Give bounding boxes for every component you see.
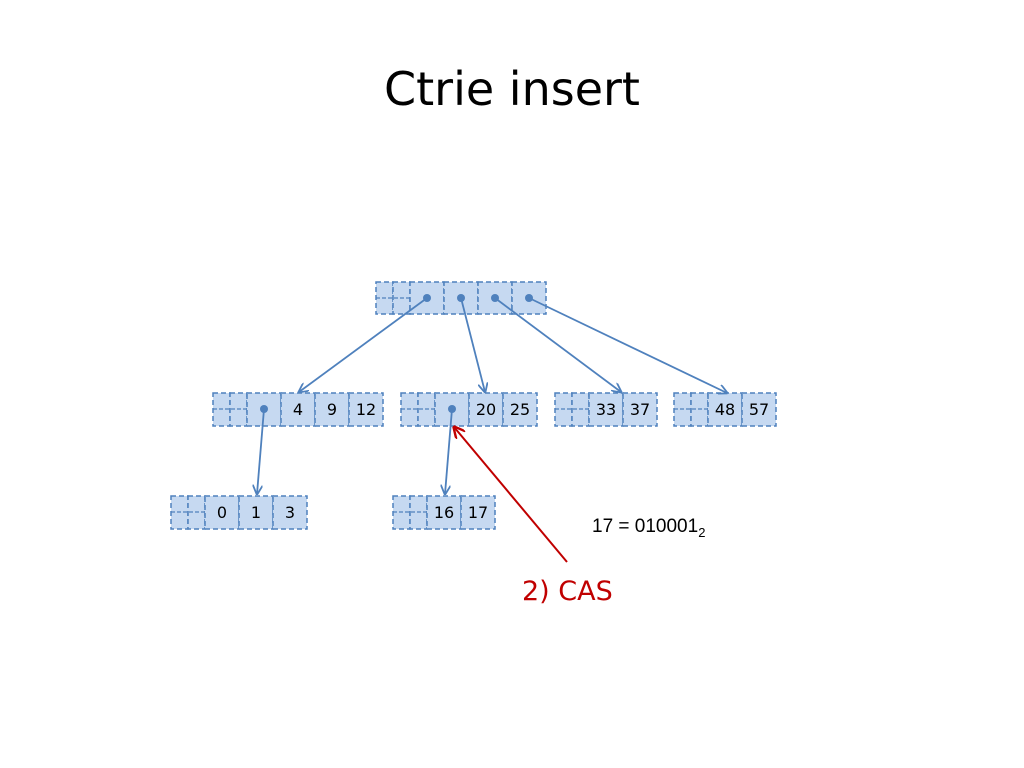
key-label: 20 — [476, 400, 496, 419]
node-slot — [588, 392, 624, 427]
key-label: 57 — [749, 400, 769, 419]
cas-arrow — [454, 427, 568, 563]
key-label: 33 — [596, 400, 616, 419]
key-label: 1 — [251, 503, 261, 522]
node-4-9-12: 4 9 12 — [212, 392, 384, 427]
root-slot — [477, 281, 513, 315]
key-label: 0 — [217, 503, 227, 522]
node-slot — [707, 392, 743, 427]
key-label: 12 — [356, 400, 376, 419]
node-slot — [238, 495, 274, 530]
pointer-arrow — [494, 297, 621, 392]
key-label: 16 — [434, 503, 454, 522]
pointer-arrow — [299, 297, 428, 392]
node-slot — [741, 392, 777, 427]
node-slot — [314, 392, 350, 427]
node-16-17: 16 17 — [392, 495, 496, 530]
node-20-25: 20 25 — [400, 392, 538, 427]
node-slot — [272, 495, 308, 530]
slide-title: Ctrie insert — [384, 62, 640, 116]
key-label: 48 — [715, 400, 735, 419]
key-label: 17 — [468, 503, 488, 522]
pointer-arrow — [257, 408, 265, 494]
node-slot — [280, 392, 316, 427]
node-slot — [622, 392, 658, 427]
node-0-1-3: 0 1 3 — [170, 495, 308, 530]
key-label: 9 — [327, 400, 337, 419]
node-48-57: 48 57 — [673, 392, 777, 427]
node-slot — [502, 392, 538, 427]
equation-text: 17 = 010001 — [592, 516, 698, 537]
key-label: 37 — [630, 400, 650, 419]
cas-label: 2) CAS — [522, 576, 613, 607]
pointer-arrow — [460, 297, 485, 392]
root-node — [375, 281, 547, 315]
pointer-arrow — [528, 297, 727, 393]
node-slot — [348, 392, 384, 427]
key-label: 4 — [293, 400, 303, 419]
key-label: 3 — [285, 503, 295, 522]
key-label: 25 — [510, 400, 530, 419]
node-33-37: 33 37 — [554, 392, 658, 427]
node-slot — [460, 495, 496, 530]
pointer-arrow — [445, 408, 453, 494]
equation-base: 2 — [698, 525, 705, 540]
binary-equation: 17 = 0100012 — [592, 516, 705, 540]
